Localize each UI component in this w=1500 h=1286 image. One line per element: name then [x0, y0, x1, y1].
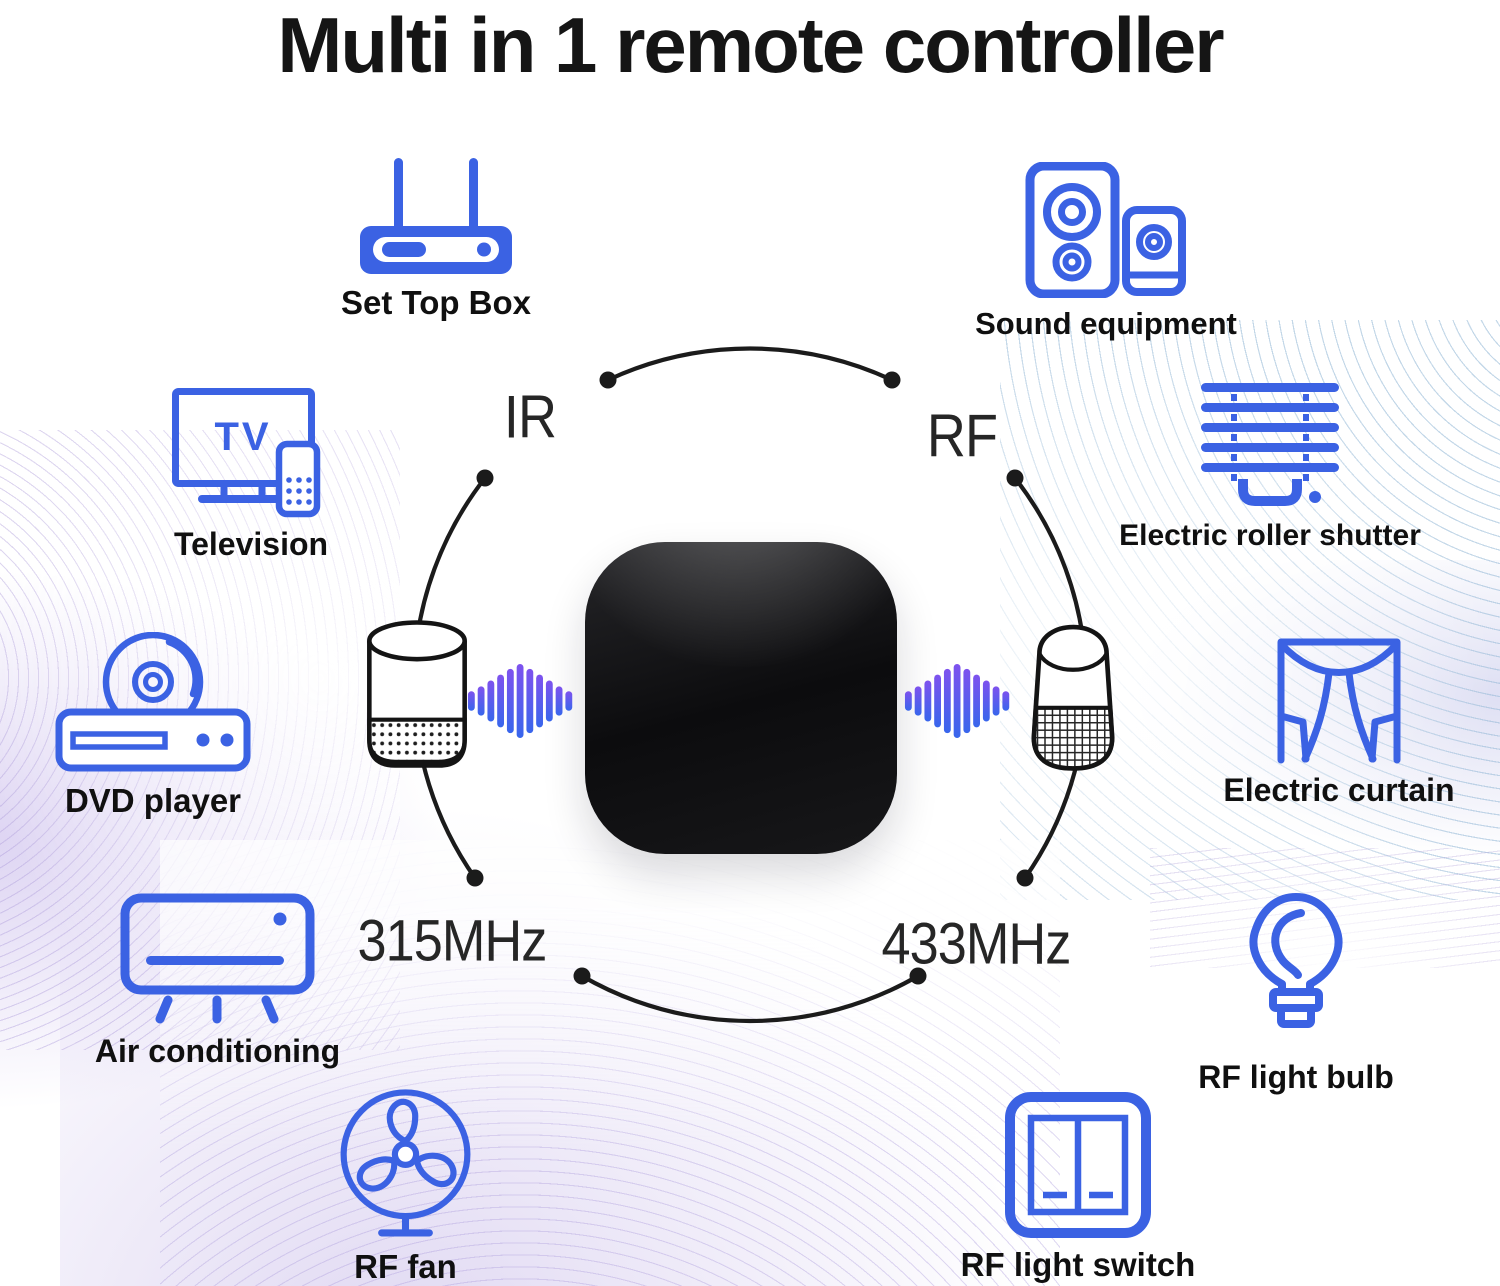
svg-text:TV: TV [214, 415, 271, 459]
device-electric-curtain: Electric curtain [1213, 632, 1465, 809]
electric-curtain-label: Electric curtain [1223, 772, 1455, 808]
rf-light-switch-icon [1005, 1092, 1151, 1238]
device-dvd-player: DVD player [42, 631, 264, 820]
device-rf-fan: RF fan [318, 1088, 493, 1286]
sound-equipment-icon [1025, 161, 1187, 299]
device-set-top-box: Set Top Box [330, 158, 542, 322]
rf-protocol-label: RF [926, 402, 998, 470]
frequency-433mhz-label: 433MHz [881, 911, 1072, 977]
dvd-player-label: DVD player [64, 782, 242, 819]
air-conditioning-icon [120, 893, 315, 1025]
electric-roller-shutter-label: Electric roller shutter [1119, 519, 1421, 552]
device-sound-equipment: Sound equipment [950, 161, 1262, 342]
rf-fan-label: RF fan [354, 1248, 457, 1285]
electric-curtain-icon [1275, 632, 1403, 764]
ir-protocol-label: IR [503, 383, 557, 451]
television-icon: TV [172, 388, 330, 518]
set-top-box-icon [360, 158, 512, 276]
television-label: Television [173, 526, 329, 562]
smart-speaker-left [362, 611, 472, 777]
device-rf-light-switch: RF light switch [958, 1092, 1198, 1284]
device-air-conditioning: Air conditioning [80, 893, 355, 1070]
device-electric-roller-shutter: Electric roller shutter [1095, 383, 1445, 553]
smart-speaker-right [1026, 607, 1120, 775]
dvd-player-icon [53, 631, 253, 774]
smart-hub-device [585, 542, 897, 854]
rf-light-bulb-label: RF light bulb [1198, 1059, 1394, 1095]
electric-roller-shutter-icon [1201, 383, 1339, 511]
air-conditioning-label: Air conditioning [94, 1033, 341, 1069]
set-top-box-label: Set Top Box [340, 284, 532, 321]
device-television: TV Television [158, 388, 344, 563]
page-title: Multi in 1 remote controller [277, 1, 1224, 89]
rf-fan-icon [339, 1088, 472, 1240]
frequency-315mhz-label: 315MHz [357, 908, 548, 974]
device-rf-light-bulb: RF light bulb [1190, 893, 1402, 1096]
sound-wave-right-icon [903, 660, 1018, 742]
rf-light-switch-label: RF light switch [960, 1246, 1196, 1283]
rf-light-bulb-icon [1243, 893, 1349, 1051]
sound-equipment-label: Sound equipment [975, 306, 1237, 341]
sound-wave-left-icon [466, 660, 581, 742]
